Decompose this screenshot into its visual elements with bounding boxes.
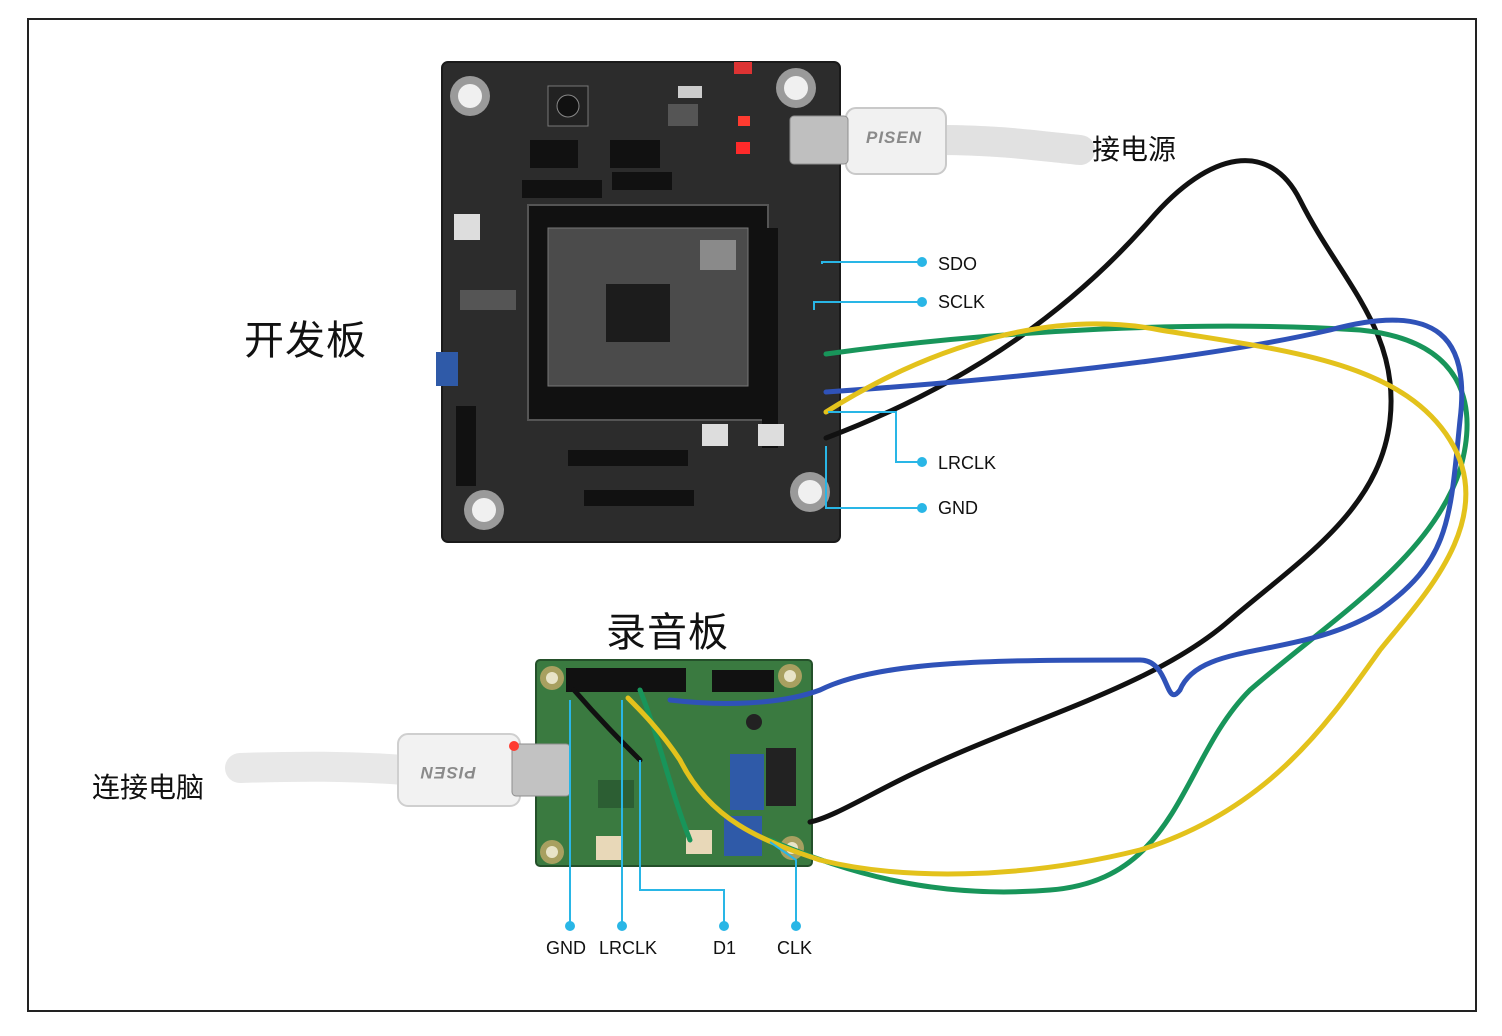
wire-black <box>807 158 1394 825</box>
callout-clk-rec <box>769 841 797 926</box>
power-label: 接电源 <box>1092 133 1177 166</box>
wire-green-rec <box>637 687 693 843</box>
dot-gnd-dev <box>917 503 927 513</box>
dot-clk-rec <box>791 921 801 931</box>
plug-brand-pc: PISEN <box>420 763 477 782</box>
callout-sdo <box>821 261 922 264</box>
dot-d1-rec <box>719 921 729 931</box>
callout-d1-rec <box>639 760 725 926</box>
plug-brand-power: PISEN <box>866 128 923 147</box>
rec-pin-clk: CLK <box>777 938 813 958</box>
rec-pin-lrclk: LRCLK <box>599 938 658 958</box>
callout-sclk <box>813 301 922 310</box>
dev-pin-gnd: GND <box>938 498 978 518</box>
wire-yellow <box>625 321 1469 877</box>
dev-pin-sclk: SCLK <box>938 292 986 312</box>
jumper-wires <box>571 158 1470 895</box>
rec-pin-gnd: GND <box>546 938 586 958</box>
callout-dots <box>565 257 927 931</box>
callout-gnd-dev <box>825 446 922 509</box>
dev-pin-sdo: SDO <box>938 254 978 274</box>
dot-lrclk-rec <box>617 921 627 931</box>
wire-green <box>767 323 1470 895</box>
wire-black-rec <box>571 687 643 763</box>
dot-sdo <box>917 257 927 267</box>
dot-sclk <box>917 297 927 307</box>
rec-pin-d1: D1 <box>713 938 737 958</box>
dot-gnd-rec <box>565 921 575 931</box>
dev-board-label: 开发板 <box>244 318 367 364</box>
rec-board-label: 录音板 <box>606 610 729 656</box>
callout-lines <box>569 261 922 926</box>
dev-pin-lrclk: LRCLK <box>938 453 997 473</box>
dot-lrclk <box>917 457 927 467</box>
wire-blue <box>667 317 1465 706</box>
dev-board <box>436 61 841 543</box>
pc-label: 连接电脑 <box>92 771 205 804</box>
callout-lrclk <box>828 411 922 463</box>
power-usb-cable <box>789 107 1095 175</box>
pc-usb-cable <box>225 733 571 807</box>
image-frame <box>27 18 1477 1012</box>
